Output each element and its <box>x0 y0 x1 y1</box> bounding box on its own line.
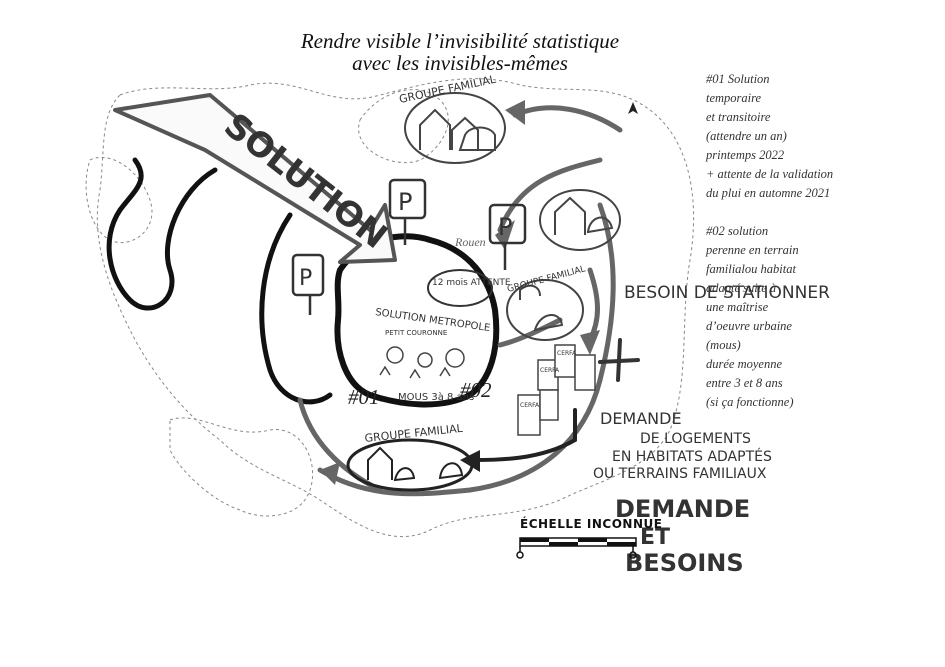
parking-sign-3: P <box>291 253 325 315</box>
mous-label: MOUS 3à 8 ans <box>398 391 474 403</box>
svg-text:ET: ET <box>640 525 670 550</box>
notes-solution-02: #02 solution perenne en terrain familial… <box>706 224 799 409</box>
plus-sign <box>598 338 640 382</box>
svg-text:DEMANDE: DEMANDE <box>600 409 682 428</box>
parking-sign-1: P <box>388 178 427 245</box>
parking-sign-2: P <box>488 203 527 270</box>
svg-text:OU TERRAINS FAMILIAUX: OU TERRAINS FAMILIAUX <box>593 466 767 482</box>
groupe-familial-middle: GROUPE FAMILIAL <box>506 264 587 341</box>
scale-bar <box>516 537 637 559</box>
attente-label: 12 mois ATTENTE <box>432 278 511 288</box>
title-line-1: Rendre visible l’invisibilité statistiqu… <box>300 29 620 53</box>
cerfa-label-1: CERFA <box>540 367 560 374</box>
cerfa-label-3: CERFA <box>520 402 540 409</box>
svg-text:BESOINS: BESOINS <box>625 549 744 577</box>
bottom-arrow <box>468 408 577 462</box>
marker-01: #01 <box>348 385 380 409</box>
attente-bubble <box>427 269 493 307</box>
petit-couronne-label: PETIT COURONNE <box>385 329 447 337</box>
circulation-arrows <box>297 105 623 497</box>
dashed-territory-outline <box>85 78 695 538</box>
parking-sign-3-label: P <box>299 266 312 291</box>
marker-02: #02 <box>460 378 492 402</box>
demande-besoins-label: DEMANDE ET BESOINS <box>615 495 750 577</box>
north-arrow-icon <box>628 102 638 114</box>
demande-logements-label: DEMANDE DE LOGEMENTS EN HABITATS ADAPTÉS… <box>593 409 772 482</box>
outer-boundary-stroke <box>106 157 500 408</box>
parking-sign-2-label: P <box>498 213 512 241</box>
groupe-familial-right <box>539 189 621 251</box>
scale-label: ÉCHELLE INCONNUE <box>520 517 663 531</box>
solution-arrow-label: SOLUTION <box>216 106 394 257</box>
notes-solution-01: #01 Solution temporaire et transitoire (… <box>706 72 834 200</box>
parking-sign-1-label: P <box>398 188 412 216</box>
cerfa-documents <box>517 344 596 436</box>
caravan-cluster <box>379 346 465 379</box>
groupe-familial-top-label: GROUPE FAMILIAL <box>398 73 498 106</box>
svg-text:DEMANDE: DEMANDE <box>615 495 750 523</box>
svg-text:EN HABITATS ADAPTÉS: EN HABITATS ADAPTÉS <box>612 448 772 465</box>
svg-text:DE LOGEMENTS: DE LOGEMENTS <box>640 431 751 447</box>
explanatory-notes: #01 Solution temporaire et transitoire (… <box>706 70 911 412</box>
rouen-label: Rouen <box>454 235 486 249</box>
groupe-familial-bottom: GROUPE FAMILIAL <box>346 422 474 492</box>
title-line-2: avec les invisibles-mêmes <box>352 51 568 75</box>
solution-arrow: SOLUTION <box>113 93 397 264</box>
cerfa-label-2: CERFA <box>557 350 577 357</box>
besoin-stationner-label: BESOIN DE STATIONNER <box>624 283 830 303</box>
groupe-familial-top: GROUPE FAMILIAL <box>398 73 506 164</box>
